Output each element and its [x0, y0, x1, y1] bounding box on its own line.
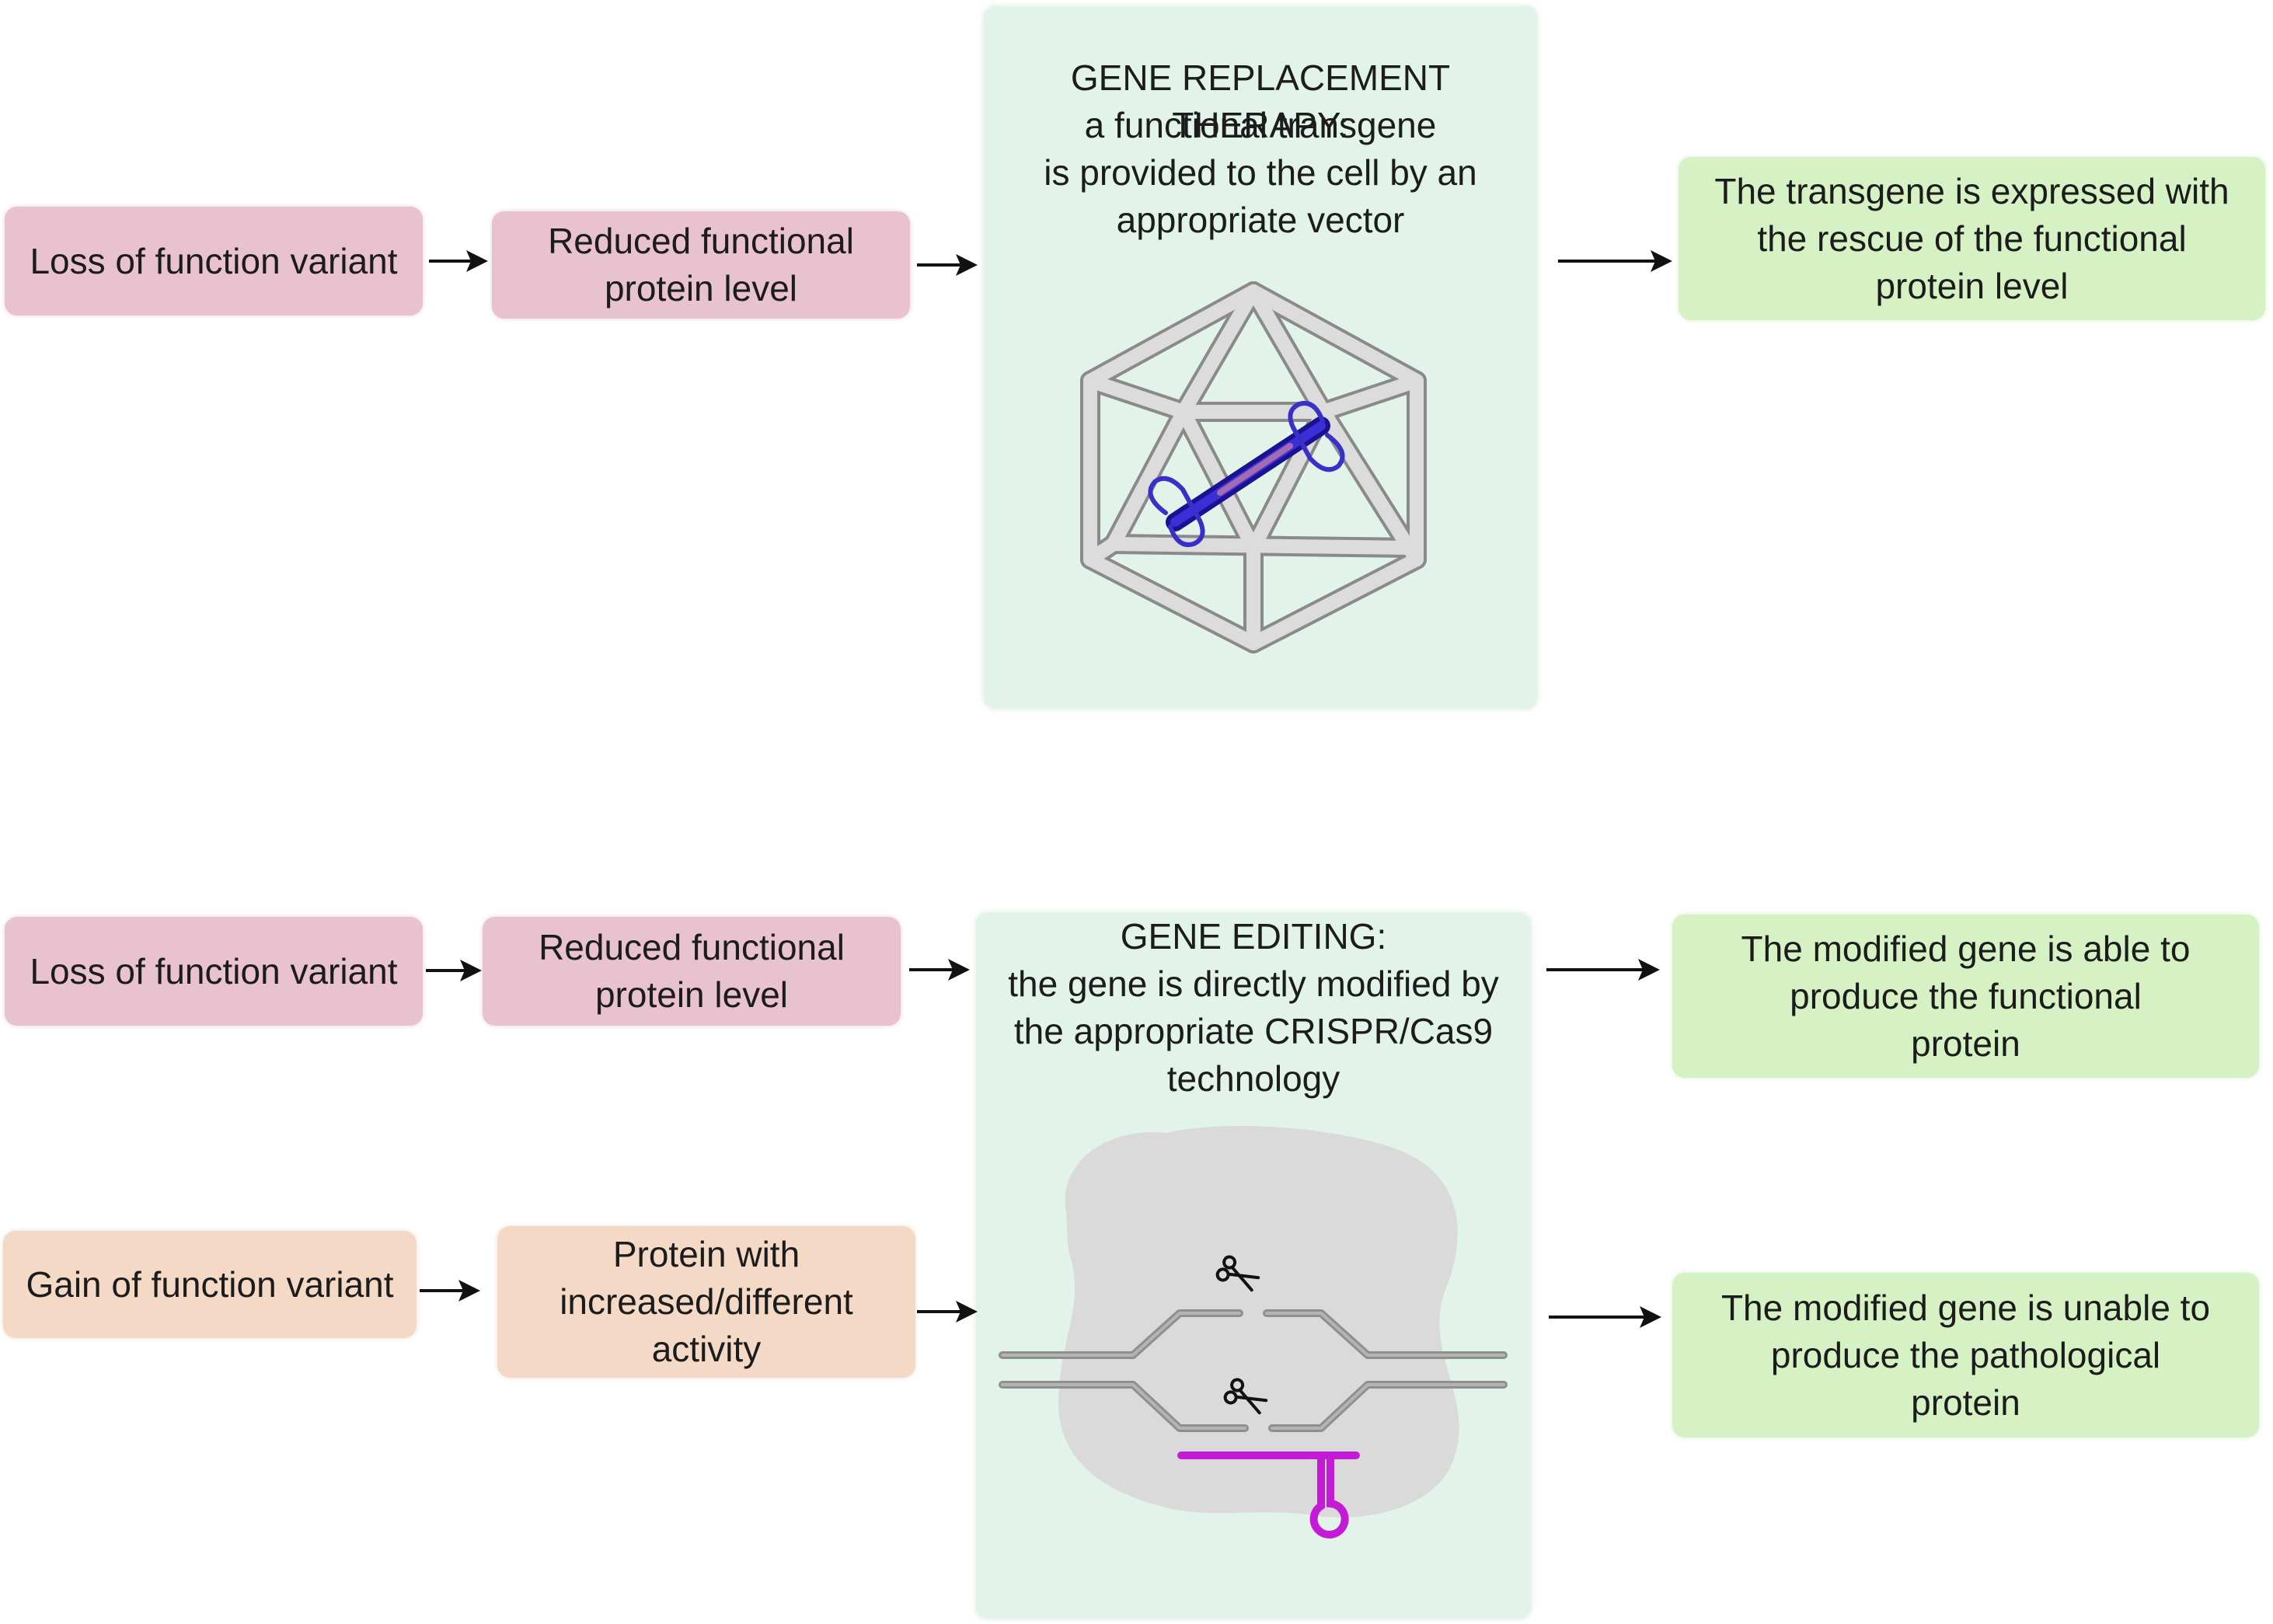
arrow-gain-1 [420, 1280, 480, 1302]
pathological-outcome-label: The modified gene is unable to produce t… [1720, 1287, 2211, 1423]
gene-replacement-panel: GENE REPLACEMENT THERAPY: a functional t… [984, 6, 1537, 709]
loss-variant-label-top: Loss of function variant [30, 240, 398, 281]
cas9-protein-icon [1058, 1126, 1459, 1518]
transgene-outcome-label: The transgene is expressed with the resc… [1714, 170, 2229, 306]
loss-variant-label-bottom: Loss of function variant [30, 950, 398, 991]
reduced-protein-label-top: Reduced functional protein level [548, 221, 854, 308]
dna-strand-icon [999, 1309, 1508, 1432]
arrow-gain-3 [1549, 1306, 1661, 1328]
loss-variant-box-bottom: Loss of function variant [5, 917, 423, 1026]
functional-outcome-box: The modified gene is able to produce the… [1672, 915, 2259, 1078]
guide-rna-icon [1177, 1451, 1360, 1539]
gene-replacement-heading: GENE REPLACEMENT THERAPY: [1070, 58, 1451, 145]
transgene-outcome-box: The transgene is expressed with the resc… [1679, 157, 2265, 320]
altered-protein-label: Protein with increased/different activit… [560, 1234, 853, 1369]
gene-editing-description: the gene is directly modified by the app… [1008, 964, 1499, 1099]
altered-protein-box: Protein with increased/different activit… [497, 1226, 915, 1378]
arrow-top-1 [429, 250, 488, 272]
arrow-loss-3 [1546, 959, 1660, 981]
reduced-protein-label-bottom: Reduced functional protein level [539, 927, 845, 1015]
gene-editing-heading: GENE EDITING: [1120, 916, 1387, 957]
scissors-icon [1215, 1255, 1268, 1415]
arrow-top-2 [917, 254, 978, 276]
gain-variant-box: Gain of function variant [3, 1231, 417, 1338]
pathological-outcome-box: The modified gene is unable to produce t… [1672, 1273, 2259, 1438]
gene-replacement-description: a functional transgene is provided to th… [1044, 105, 1477, 240]
gain-variant-label: Gain of function variant [26, 1263, 394, 1305]
arrow-loss-2 [909, 959, 970, 981]
functional-outcome-label: The modified gene is able to produce the… [1741, 928, 2191, 1064]
reduced-protein-box-bottom: Reduced functional protein level [483, 917, 901, 1026]
reduced-protein-box-top: Reduced functional protein level [492, 211, 910, 319]
transgene-cassette-icon [1148, 401, 1345, 547]
arrow-gain-2 [917, 1301, 978, 1323]
arrow-top-3 [1558, 250, 1672, 272]
loss-variant-box-top: Loss of function variant [5, 207, 423, 315]
arrow-loss-1 [426, 960, 482, 981]
